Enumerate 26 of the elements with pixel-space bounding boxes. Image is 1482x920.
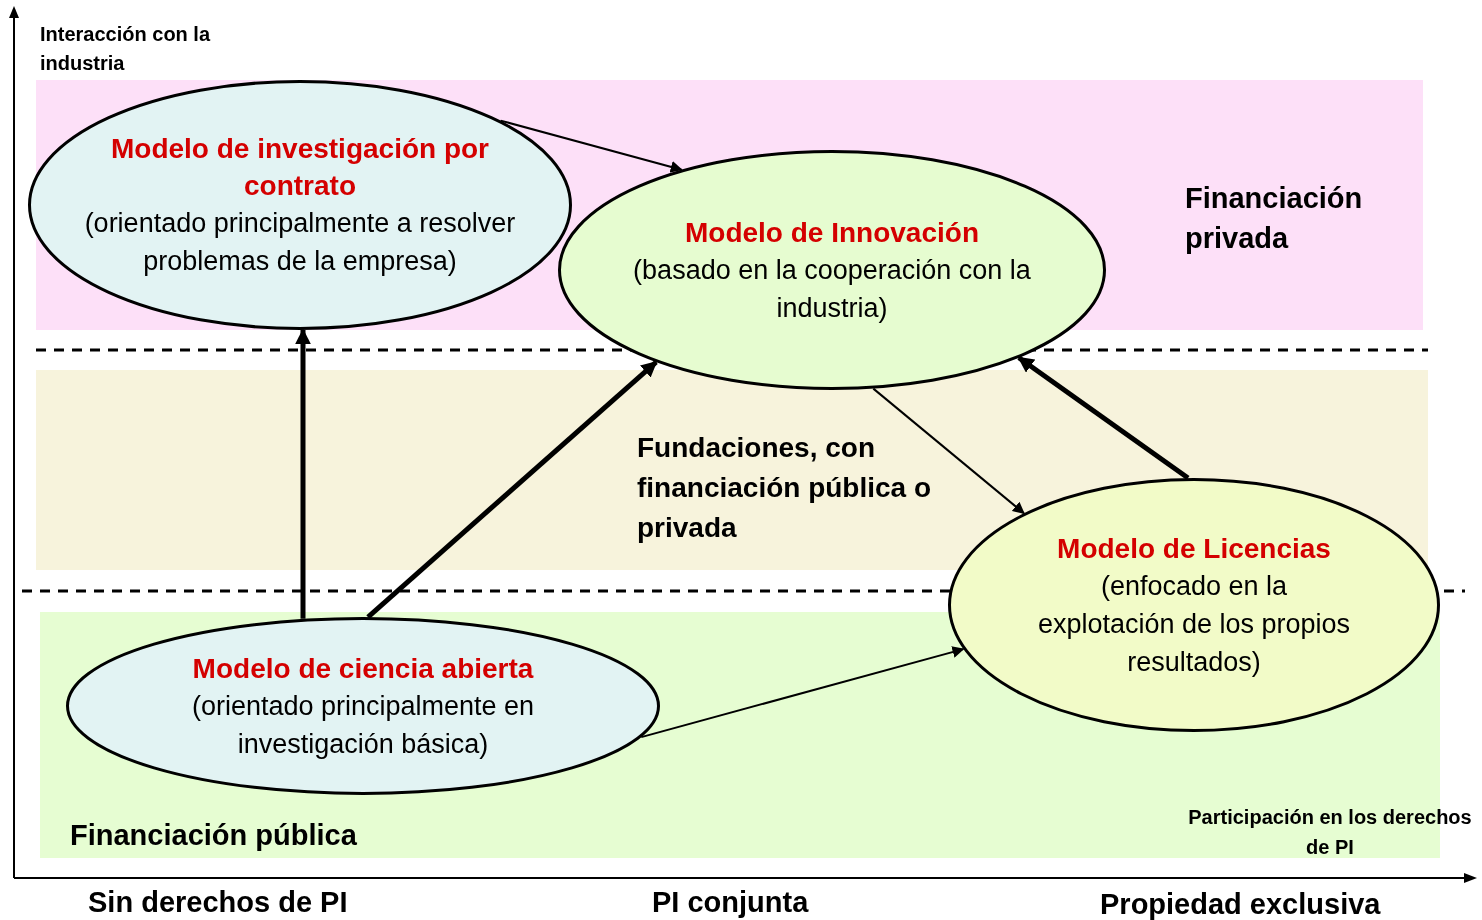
band-label: Fundaciones, con financiación pública o privada — [637, 431, 933, 545]
axis-label: Interacción con la industria — [40, 22, 212, 76]
arrow — [295, 328, 311, 619]
model-title: Modelo de Licencias — [1056, 531, 1332, 566]
arrow — [499, 119, 683, 173]
model-ellipse — [66, 617, 660, 795]
band-label: Financiación pública — [70, 818, 358, 853]
axis-tick-label: PI conjunta — [652, 885, 809, 920]
arrow — [872, 387, 1025, 515]
model-title: Modelo de investigación por contrato — [109, 132, 490, 203]
arrow — [640, 646, 965, 739]
arrow — [366, 360, 658, 619]
model-description: (enfocado en la explotación de los propios resultados) — [1036, 569, 1352, 679]
arrow — [1017, 355, 1190, 481]
axis-tick-label: Propiedad exclusiva — [1100, 887, 1381, 920]
band-label: Financiación privada — [1185, 181, 1364, 256]
model-description: (orientado principalmente en investigación básica) — [190, 689, 536, 761]
model-ellipse — [558, 150, 1106, 390]
axis-tick-label: Sin derechos de PI — [88, 885, 348, 920]
model-description: (orientado principalmente a resolver problemas de la empresa) — [83, 207, 517, 278]
model-ellipse — [28, 80, 572, 330]
model-title: Modelo de Innovación — [684, 215, 980, 250]
model-description: (basado en la cooperación con la industria) — [632, 253, 1032, 325]
model-ellipse — [948, 478, 1440, 732]
axis-label: Participación en los derechos de PI — [1187, 805, 1473, 860]
model-title: Modelo de ciencia abierta — [191, 651, 535, 686]
